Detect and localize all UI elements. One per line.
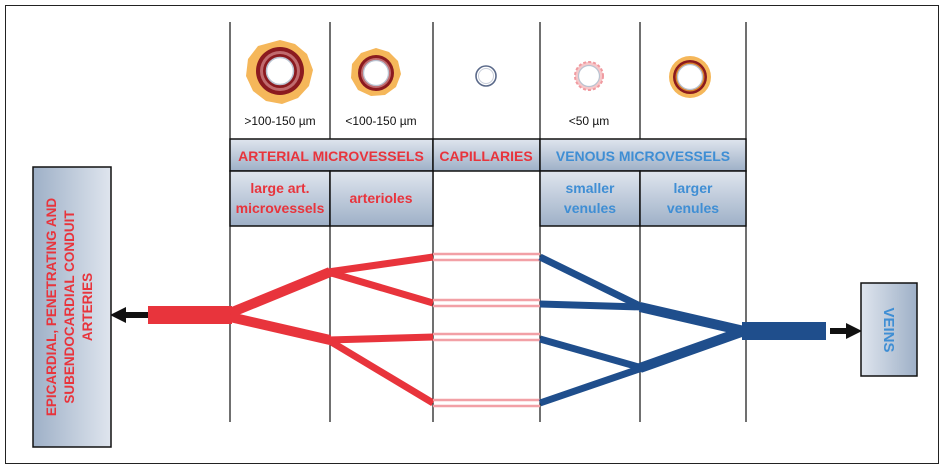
arterial-header-label: ARTERIAL MICROVESSELS bbox=[238, 148, 424, 164]
large-art-label-line1: large art. bbox=[250, 180, 309, 196]
arterioles-label: arterioles bbox=[349, 190, 412, 206]
larger-venules-label-line2: venules bbox=[667, 200, 719, 216]
small-venule-cross-section-icon bbox=[574, 61, 604, 91]
large-artery-cross-section-icon bbox=[246, 40, 313, 104]
large-art-box bbox=[229, 170, 331, 227]
header-row: ARTERIAL MICROVESSELS CAPILLARIES VENOUS… bbox=[229, 138, 747, 172]
conduit-arteries-label-line1: EPICARDIAL, PENETRATING AND bbox=[44, 198, 59, 417]
veins-box: VEINS bbox=[860, 282, 918, 377]
size-label-arterioles: <100-150 µm bbox=[345, 114, 416, 128]
column-dividers bbox=[229, 22, 747, 422]
smaller-venules-label-line1: smaller bbox=[565, 180, 615, 196]
subheader-row: large art. microvessels arterioles small… bbox=[229, 170, 747, 227]
size-label-large-arterial: >100-150 µm bbox=[244, 114, 315, 128]
larger-venules-box bbox=[639, 170, 747, 227]
capillary-bed bbox=[433, 252, 540, 408]
smaller-venules-box bbox=[539, 170, 641, 227]
capillaries-header-label: CAPILLARIES bbox=[439, 148, 532, 164]
venous-header-box bbox=[539, 138, 747, 172]
capillary-cross-section-icon bbox=[475, 65, 497, 87]
veins-label: VEINS bbox=[880, 307, 897, 352]
arterial-header-box bbox=[229, 138, 434, 172]
larger-venules-label-line1: larger bbox=[674, 180, 713, 196]
smaller-venules-label-line2: venules bbox=[564, 200, 616, 216]
conduit-arteries-label-line3: ARTERIES bbox=[80, 273, 95, 341]
size-label-smaller-venules: <50 µm bbox=[569, 114, 610, 128]
venous-tree bbox=[538, 253, 826, 407]
arterioles-box bbox=[329, 170, 434, 227]
arterial-tree bbox=[148, 253, 435, 407]
conduit-arteries-label-line2: SUBENDOCARDIAL CONDUIT bbox=[62, 210, 77, 404]
large-art-label-line2: microvessels bbox=[236, 200, 325, 216]
venous-header-label: VENOUS MICROVESSELS bbox=[556, 148, 730, 164]
right-arrow-icon bbox=[830, 323, 862, 339]
arteriole-cross-section-icon bbox=[351, 48, 401, 96]
capillaries-header-box bbox=[432, 138, 541, 172]
diagram-frame bbox=[5, 5, 939, 464]
left-arrow-icon bbox=[110, 307, 148, 323]
conduit-arteries-box: EPICARDIAL, PENETRATING AND SUBENDOCARDI… bbox=[32, 166, 112, 448]
large-venule-cross-section-icon bbox=[669, 56, 711, 98]
